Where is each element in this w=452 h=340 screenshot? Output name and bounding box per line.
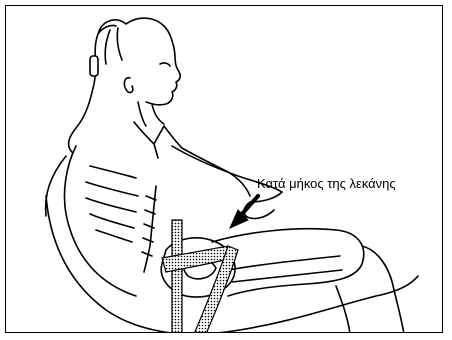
ear [124,78,132,93]
hair [69,18,174,152]
femur [228,256,342,282]
lower-leg [336,246,404,333]
eye [160,63,170,66]
callout-arrow [230,196,258,228]
face-profile [146,48,180,105]
hair-clip [90,56,98,76]
arm [172,146,282,202]
jacket-front [182,148,250,196]
seat-belt [162,220,238,333]
figure-frame: Κατά μήκος της λεκάνης [5,5,443,333]
seatbelt-illustration [6,6,443,333]
callout-label: Κατά μήκος της λεκάνης [257,176,396,192]
collar [134,122,182,158]
shoulder-strap [172,220,182,333]
ribcage [86,166,138,242]
